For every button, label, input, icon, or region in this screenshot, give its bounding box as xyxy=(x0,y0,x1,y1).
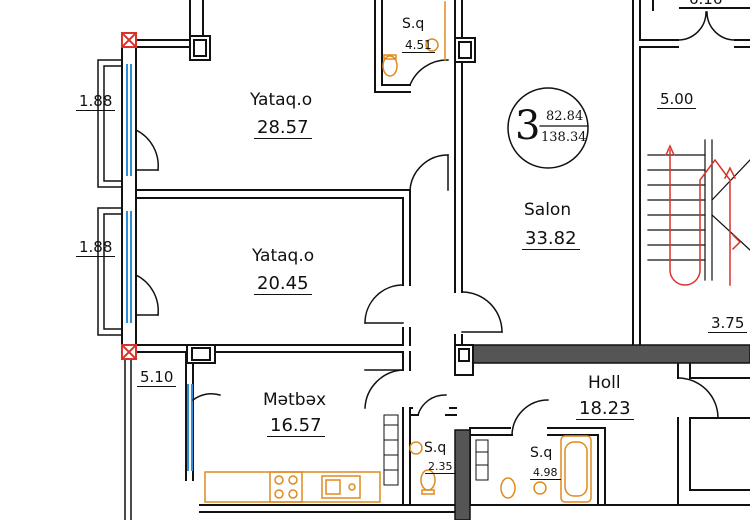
exterior-walls xyxy=(121,0,750,513)
columns xyxy=(120,31,476,376)
bedroom2-area-value: 20.45 xyxy=(254,273,312,295)
apartment-badge-circle xyxy=(507,87,589,169)
bedroom2-area: 20.45 xyxy=(254,273,312,295)
stair-steps xyxy=(647,139,750,281)
hall-area: 18.23 xyxy=(576,398,634,420)
kitchen-counter xyxy=(204,471,381,503)
bathroom-fixtures xyxy=(382,1,592,503)
wc-top-name: S.q xyxy=(402,16,425,32)
partition-hatching xyxy=(383,414,489,486)
wc-bath-area-value: 4.98 xyxy=(530,466,561,480)
wc-bath-name: S.q xyxy=(530,445,553,461)
bedroom1-area: 28.57 xyxy=(254,117,312,139)
balcony2-area-value: 1.88 xyxy=(76,238,116,257)
wc-small-area-value: 2.35 xyxy=(425,460,456,474)
stair-landing-area: 5.00 xyxy=(657,90,697,109)
top-right-area: 6.16 xyxy=(686,0,726,9)
bedroom1-area-value: 28.57 xyxy=(254,117,312,139)
windows xyxy=(126,64,193,471)
kitchen-area: 16.57 xyxy=(267,415,325,437)
wc-top-area: 4.51 xyxy=(402,38,435,53)
load-bearing-wall xyxy=(454,344,750,520)
hall-name: Holl xyxy=(588,373,621,393)
stair-landing-area-value: 5.00 xyxy=(657,90,697,109)
bedroom2-name: Yataq.o xyxy=(252,246,315,266)
apartment-total-area: 138.34 xyxy=(541,130,587,145)
kitchen-area-value: 16.57 xyxy=(267,415,325,437)
balcony1-area-value: 1.88 xyxy=(76,92,116,111)
balcony3-area-value: 5.10 xyxy=(137,368,177,387)
bedroom1-name: Yataq.o xyxy=(250,90,313,110)
balcony3-area: 5.10 xyxy=(137,368,177,387)
balcony-outlines xyxy=(97,59,132,520)
wc-small-area: 2.35 xyxy=(425,460,456,474)
kitchen-name: Mətbəx xyxy=(263,390,327,410)
apartment-living-area: 82.84 xyxy=(546,109,584,124)
balcony2-area: 1.88 xyxy=(76,238,116,257)
salon-name: Salon xyxy=(524,200,572,220)
salon-area: 33.82 xyxy=(522,228,580,250)
stair-arrow xyxy=(665,144,742,286)
wc-bath-area: 4.98 xyxy=(530,466,561,480)
top-right-area-value: 6.16 xyxy=(686,0,726,9)
corridor-area-value: 3.75 xyxy=(708,314,748,333)
corridor-area: 3.75 xyxy=(708,314,748,333)
balcony1-area: 1.88 xyxy=(76,92,116,111)
salon-area-value: 33.82 xyxy=(522,228,580,250)
doors xyxy=(134,11,736,436)
wc-small-name: S.q xyxy=(424,440,447,456)
hall-area-value: 18.23 xyxy=(576,398,634,420)
wc-top-area-value: 4.51 xyxy=(402,38,435,53)
apartment-number: 3 xyxy=(515,103,541,149)
